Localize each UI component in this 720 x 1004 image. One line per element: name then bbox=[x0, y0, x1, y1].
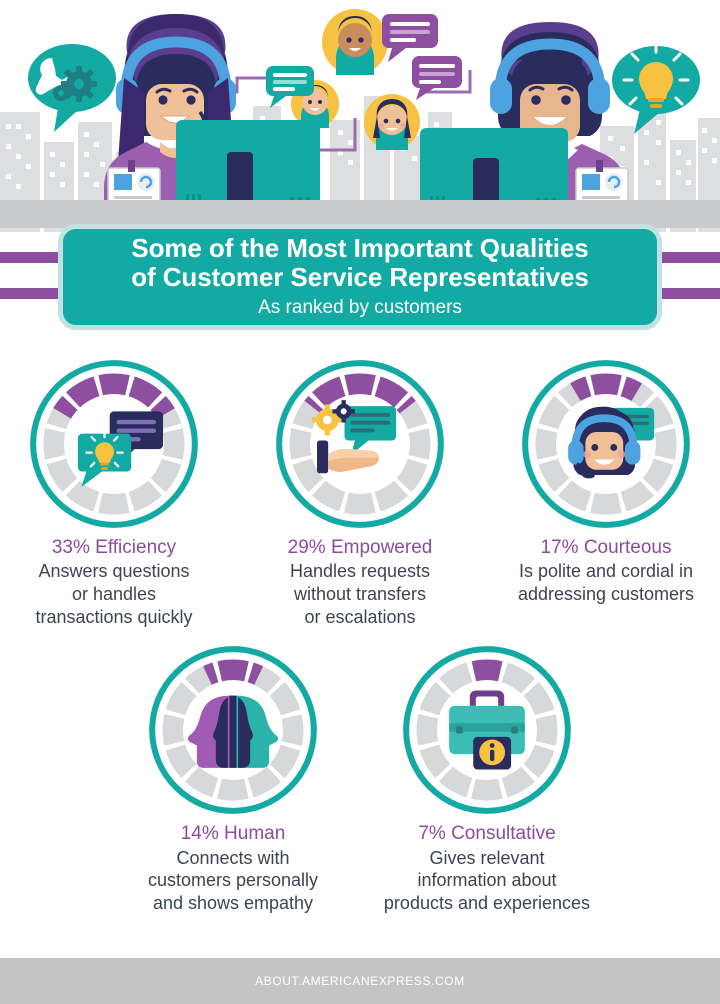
quality-desc-line: transactions quickly bbox=[35, 606, 193, 627]
quality-card-consultative: 7% Consultative Gives relevant informati… bbox=[373, 644, 601, 914]
desk-band bbox=[0, 200, 720, 228]
gear-icon bbox=[61, 66, 97, 102]
banner-zone: Some of the Most Important Qualities of … bbox=[0, 200, 720, 346]
quality-title: 17% Courteous bbox=[540, 537, 672, 558]
qualities-section: 33% Efficiency Answers questions or hand… bbox=[0, 358, 720, 915]
quality-title: 14% Human bbox=[180, 823, 286, 845]
customer-avatar-top bbox=[322, 9, 388, 75]
quality-desc-line: Gives relevant bbox=[429, 847, 545, 868]
customer-bubble-left bbox=[266, 66, 314, 108]
wrench-gear-bubble bbox=[28, 44, 116, 132]
quality-text-human: 14% Human Connects with customers person… bbox=[117, 822, 349, 914]
lightbulb-bubble bbox=[612, 42, 700, 134]
quality-text-consultative: 7% Consultative Gives relevant informati… bbox=[371, 822, 603, 914]
quality-text-empowered: 29% Empowered Handles requests without t… bbox=[244, 536, 476, 628]
quality-title: 33% Efficiency bbox=[51, 537, 177, 558]
hand-gears-speech-bubble-icon bbox=[311, 400, 397, 474]
quality-desc-line: Handles requests bbox=[289, 561, 431, 582]
quality-desc-line: products and experiences bbox=[383, 892, 591, 913]
quality-card-efficiency: 33% Efficiency Answers questions or hand… bbox=[0, 358, 228, 628]
quality-card-human: 14% Human Connects with customers person… bbox=[119, 644, 347, 914]
gear-icon-small bbox=[332, 400, 355, 423]
lightbulb-glyph bbox=[85, 430, 124, 470]
quality-desc-line: customers personally bbox=[147, 870, 319, 891]
gear-icon-large bbox=[311, 404, 343, 436]
donut-chart-efficiency bbox=[30, 360, 198, 528]
quality-text-efficiency: 33% Efficiency Answers questions or hand… bbox=[0, 536, 230, 628]
briefcase-info-icon bbox=[449, 690, 525, 770]
footer-band: ABOUT.AMERICANEXPRESS.COM bbox=[0, 958, 720, 1004]
source-url[interactable]: ABOUT.AMERICANEXPRESS.COM bbox=[255, 974, 465, 988]
title-subtitle: As ranked by customers bbox=[258, 297, 462, 319]
quality-desc-line: Connects with bbox=[176, 847, 290, 868]
agent-headset-speech-bubble-icon bbox=[568, 406, 655, 479]
quality-card-empowered: 29% Empowered Handles requests without t… bbox=[246, 358, 474, 628]
donut-chart-empowered bbox=[276, 360, 444, 528]
quality-desc-line: Answers questions bbox=[38, 561, 190, 582]
title-line-2: of Customer Service Representatives bbox=[131, 262, 589, 293]
quality-desc-line: Is polite and cordial in bbox=[518, 561, 694, 582]
customer-bubble-top bbox=[382, 14, 438, 62]
quality-title: 7% Consultative bbox=[418, 823, 556, 845]
two-faces-silhouette-icon bbox=[187, 695, 279, 769]
quality-text-courteous: 17% Courteous Is polite and cordial in a… bbox=[490, 536, 720, 606]
quality-desc-line: addressing customers bbox=[517, 583, 695, 604]
quality-desc-line: without transfers bbox=[293, 583, 427, 604]
quality-desc-line: or handles bbox=[71, 583, 157, 604]
title-banner: Some of the Most Important Qualities of … bbox=[58, 224, 662, 330]
lightbulb-icon bbox=[622, 42, 690, 108]
customer-bubble-center bbox=[412, 56, 462, 100]
quality-desc-line: or escalations bbox=[304, 606, 416, 627]
qualities-row-bottom: 14% Human Connects with customers person… bbox=[0, 644, 720, 914]
donut-chart-human bbox=[149, 646, 317, 815]
header-illustration bbox=[0, 0, 720, 232]
small-gear-icon bbox=[53, 85, 69, 101]
speech-bubbles-lightbulb-icon bbox=[77, 411, 164, 487]
donut-chart-consultative bbox=[403, 646, 571, 815]
donut-chart-courteous bbox=[522, 360, 690, 528]
qualities-row-top: 33% Efficiency Answers questions or hand… bbox=[0, 358, 720, 628]
quality-card-courteous: 17% Courteous Is polite and cordial in a… bbox=[492, 358, 720, 628]
quality-desc-line: and shows empathy bbox=[152, 892, 314, 913]
title-line-1: Some of the Most Important Qualities bbox=[131, 232, 589, 263]
quality-title: 29% Empowered bbox=[287, 537, 433, 558]
quality-desc-line: information about bbox=[417, 870, 557, 891]
customer-avatar-center bbox=[364, 94, 420, 150]
customer-avatar-left bbox=[291, 80, 339, 128]
